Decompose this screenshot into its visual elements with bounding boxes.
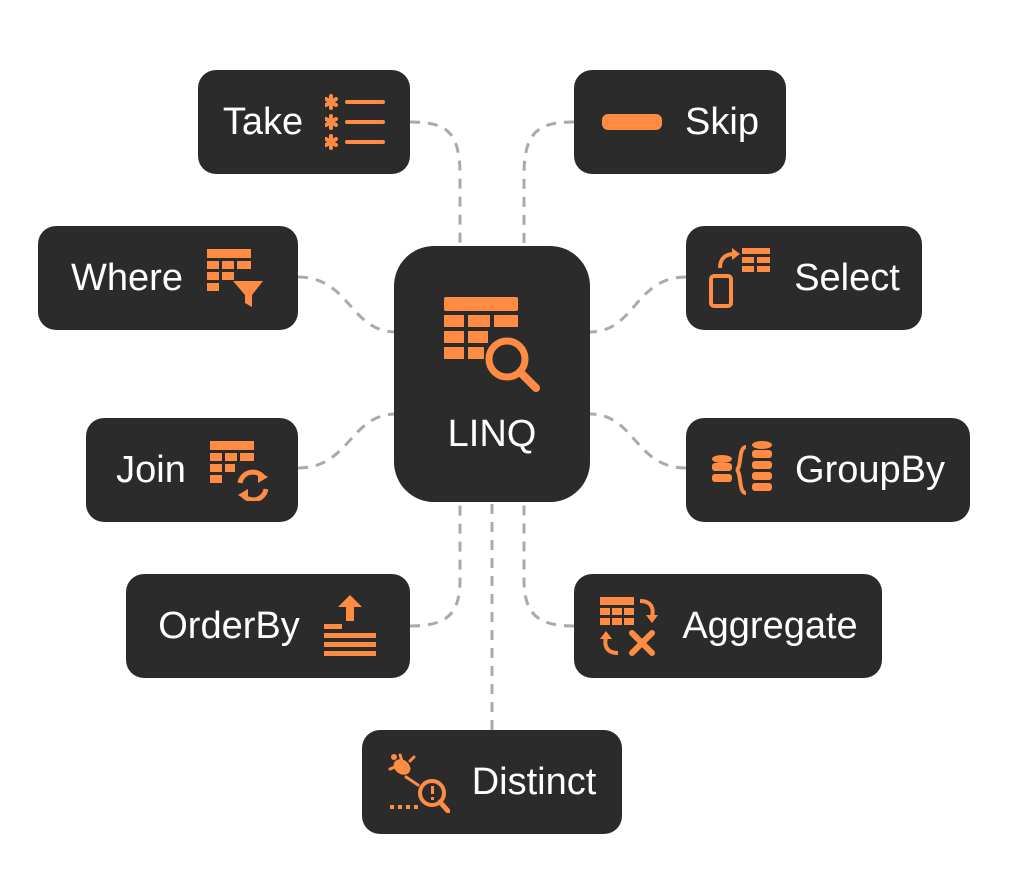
asterisk-list-icon: [325, 94, 386, 150]
table-refresh-icon: [209, 441, 268, 501]
node-select-label: Select: [794, 256, 900, 299]
node-groupby[interactable]: GroupBy: [686, 418, 970, 522]
table-filter-icon: [206, 249, 263, 307]
node-join[interactable]: Join: [86, 418, 298, 522]
node-where[interactable]: Where: [38, 226, 298, 330]
bar-icon: [602, 114, 663, 130]
connector-select: [589, 275, 687, 334]
node-join-label: Join: [116, 448, 186, 491]
center-label: LINQ: [447, 412, 537, 455]
linq-center-node[interactable]: LINQ: [394, 246, 590, 502]
connector-where: [297, 275, 397, 334]
phone-transfer-table-icon: [709, 248, 771, 308]
node-groupby-label: GroupBy: [795, 448, 945, 491]
node-skip[interactable]: Skip: [574, 70, 786, 174]
node-orderby-label: OrderBy: [158, 604, 300, 647]
connector-join: [297, 412, 397, 470]
connector-take: [409, 120, 462, 248]
node-orderby[interactable]: OrderBy: [126, 574, 410, 678]
node-where-label: Where: [71, 256, 183, 299]
connector-skip: [522, 120, 575, 248]
node-take-label: Take: [222, 100, 304, 143]
stacked-databases-icon: [712, 441, 773, 495]
connector-aggregate: [522, 500, 575, 628]
node-aggregate-label: Aggregate: [682, 604, 858, 647]
sort-ascending-icon: [323, 595, 376, 656]
table-aggregate-icon: [600, 597, 659, 656]
table-search-icon: [444, 296, 540, 392]
node-distinct-label: Distinct: [471, 760, 597, 803]
node-skip-label: Skip: [685, 100, 759, 143]
node-select[interactable]: Select: [686, 226, 922, 330]
bug-search-icon: [388, 753, 450, 813]
connector-orderby: [409, 500, 462, 628]
node-aggregate[interactable]: Aggregate: [574, 574, 882, 678]
connector-groupby: [589, 412, 687, 470]
node-distinct[interactable]: Distinct: [362, 730, 622, 834]
node-take[interactable]: Take: [198, 70, 410, 174]
